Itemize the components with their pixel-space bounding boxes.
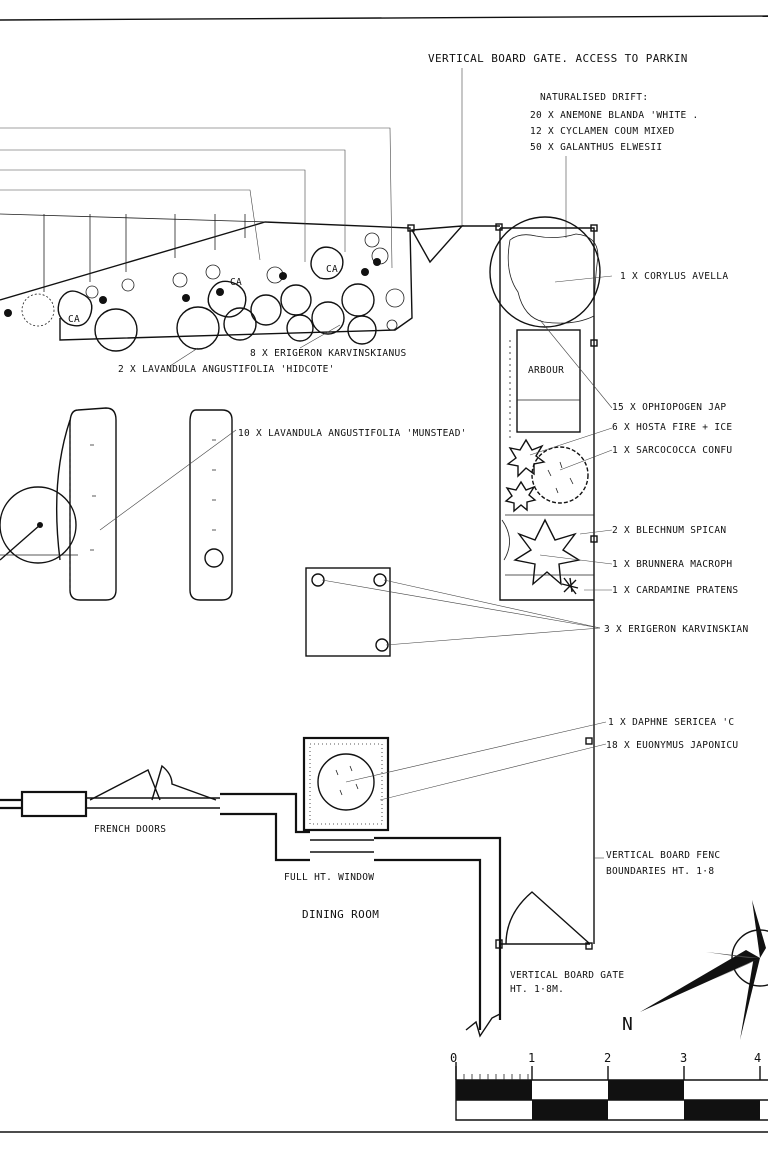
right-side-bed [489, 216, 601, 950]
north-compass-icon [640, 900, 768, 1040]
label-ca-2: CA [230, 277, 242, 288]
scale-segment [608, 1080, 684, 1100]
house-walls [0, 764, 591, 1038]
lavender-strips [0, 407, 237, 601]
label-daphne: 1 x DAPHNE SERICEA 'C [608, 717, 734, 728]
label-lavandula-munstead: 10 x LAVANDULA ANGUSTIFOLIA 'MUNSTEAD' [238, 428, 467, 439]
scale-tick-2: 2 [604, 1051, 612, 1065]
label-ca-1: CA [68, 314, 80, 325]
label-ophiopogon: 15 x OPHIOPOGEN JAP [612, 402, 726, 413]
label-cardamine: 1 x CARDAMINE PRATENS [612, 585, 738, 596]
label-erigeron-8: 8 x ERIGERON KARVINSKIANUS [250, 348, 407, 359]
label-north: N [622, 1014, 633, 1035]
label-full-window: FULL HT. WINDOW [284, 872, 374, 883]
top-border-bed [0, 127, 413, 352]
label-fence-1: VERTICAL BOARD FENC [606, 850, 720, 861]
label-corylus: 1 x CORYLUS AVELLA [620, 271, 728, 282]
scale-segment [456, 1080, 532, 1100]
scale-tick-4: 4 [754, 1051, 762, 1065]
label-drift-2: 12 x CYCLAMEN COUM MIXED [530, 126, 674, 137]
erigeron-planter [305, 567, 601, 657]
label-drift-3: 50 x GALANTHUS ELWESII [530, 142, 662, 153]
label-erigeron-3: 3 x ERIGERON KARVINSKIAN [604, 624, 748, 635]
scale-tick-0: 0 [450, 1051, 458, 1065]
label-euonymus: 18 x EUONYMUS JAPONICU [606, 740, 738, 751]
scale-bar [455, 1062, 768, 1121]
label-arbour: ARBOUR [528, 365, 564, 376]
top-gate [407, 68, 503, 264]
label-brunnera: 1 x BRUNNERA MACROPH [612, 559, 732, 570]
label-gate-bottom-1: VERTICAL BOARD GATE [510, 970, 624, 981]
scale-tick-1: 1 [528, 1051, 536, 1065]
label-drift-1: 20 x ANEMONE BLANDA 'WHITE . [530, 110, 699, 121]
label-drift-title: NATURALISED DRIFT: [540, 92, 648, 103]
scale-segment [532, 1100, 608, 1120]
sheet-border [0, 15, 768, 21]
label-blechnum: 2 x BLECHNUM SPICAN [612, 525, 726, 536]
scale-tick-3: 3 [680, 1051, 688, 1065]
label-hosta: 6 x HOSTA FIRE + ICE [612, 422, 732, 433]
label-dining-room: DINING ROOM [302, 908, 379, 921]
scale-segment [684, 1100, 760, 1120]
daphne-planter [302, 721, 607, 832]
label-gate-bottom-2: HT. 1·8M. [510, 984, 564, 995]
label-french-doors: FRENCH DOORS [94, 824, 166, 835]
label-sarcococca: 1 x SARCOCOCCA CONFU [612, 445, 732, 456]
label-ca-3: CA [326, 264, 338, 275]
label-gate-top: VERTICAL BOARD GATE. ACCESS TO PARKIN [428, 52, 688, 65]
label-lavandula-hidcote: 2 x LAVANDULA ANGUSTIFOLIA 'HIDCOTE' [118, 364, 335, 375]
label-fence-2: BOUNDARIES HT. 1·8 [606, 866, 714, 877]
